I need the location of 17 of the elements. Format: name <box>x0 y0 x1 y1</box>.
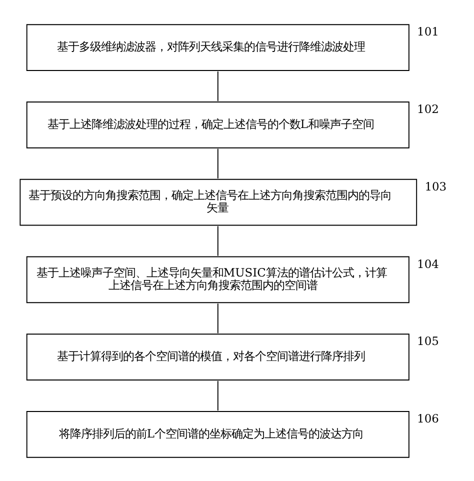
node-box: 将降序排列后的前L个空间谱的坐标确定为上述信号的波达方向 <box>26 410 410 458</box>
node-label: 102 <box>417 102 439 116</box>
connector <box>217 225 218 256</box>
node-box: 基于上述降维滤波处理的过程，确定上述信号的个数L和噪声子空间 <box>26 101 410 148</box>
node-box: 基于多级维纳滤波器，对阵列天线采集的信号进行降维滤波处理 <box>26 24 410 70</box>
node-label: 105 <box>417 334 439 348</box>
node-box: 基于上述噪声子空间、上述导向矢量和MUSIC算法的谱估计公式，计算上述信号在上述方向角搜索范围内的空间谱 <box>26 256 410 303</box>
connector <box>217 70 218 102</box>
node-label: 106 <box>417 411 439 426</box>
node-box: 基于预设的方向角搜索范围，确定上述信号在上述方向角搜索范围内的导向矢量 <box>20 178 418 226</box>
connector <box>217 380 218 411</box>
node-label: 104 <box>417 256 439 270</box>
connector <box>217 148 218 178</box>
node-label: 103 <box>424 178 447 193</box>
node-box: 基于计算得到的各个空间谱的模值，对各个空间谱进行降序排列 <box>26 333 410 380</box>
node-label: 101 <box>417 24 439 38</box>
connector <box>217 302 218 334</box>
